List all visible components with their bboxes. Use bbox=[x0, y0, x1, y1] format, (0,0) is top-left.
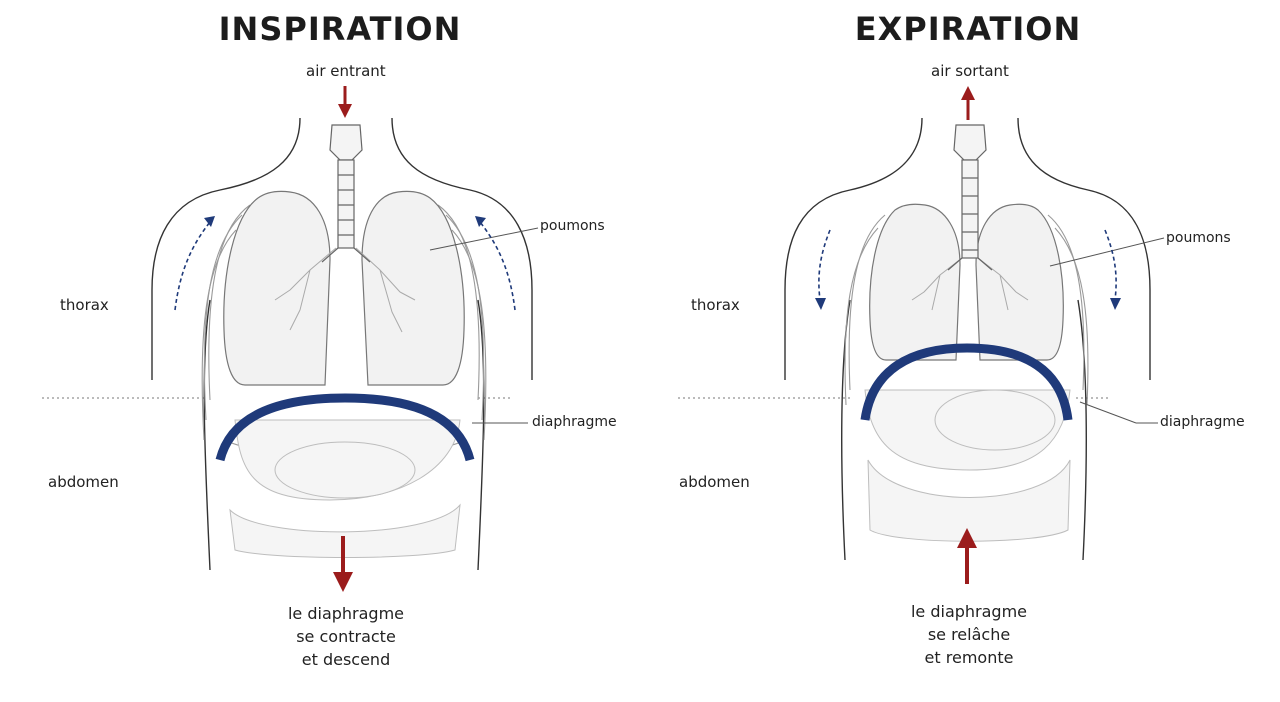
abdominal-organs bbox=[229, 419, 461, 558]
diaphragm-up-arrow bbox=[957, 528, 977, 584]
expiration-title: EXPIRATION bbox=[854, 10, 1082, 48]
diaphragm-label: diaphragme bbox=[1160, 414, 1245, 430]
expiration-caption: le diaphragme se relâche et remonte bbox=[859, 600, 1079, 669]
lungs bbox=[869, 203, 1064, 361]
caption-line-3: et remonte bbox=[924, 648, 1014, 667]
lungs-leader-line bbox=[1049, 237, 1165, 267]
inspiration-panel: INSPIRATION air entrant poumons thorax d… bbox=[42, 10, 617, 671]
inspiration-caption: le diaphragme se contracte et descend bbox=[236, 602, 456, 671]
inspiration-title: INSPIRATION bbox=[218, 10, 462, 48]
lungs-label: poumons bbox=[1166, 230, 1231, 246]
bronchial-tree bbox=[274, 247, 416, 333]
lungs bbox=[223, 190, 465, 386]
caption-line-2: se relâche bbox=[927, 625, 1011, 644]
trachea bbox=[321, 124, 371, 263]
rib-arrowheads bbox=[815, 298, 1121, 310]
caption-line-2: se contracte bbox=[296, 627, 396, 646]
caption-line-3: et descend bbox=[301, 650, 391, 669]
air-outflow-arrow bbox=[961, 86, 975, 120]
torso-outline bbox=[151, 117, 533, 571]
diaphragm bbox=[215, 393, 475, 462]
air-in-label: air entrant bbox=[306, 62, 386, 80]
abdominal-organs bbox=[864, 389, 1071, 542]
diaphragm-label: diaphragme bbox=[532, 414, 617, 430]
air-inflow-arrow bbox=[338, 86, 352, 118]
diaphragm-down-arrow bbox=[333, 536, 353, 592]
caption-line-1: le diaphragme bbox=[287, 604, 405, 623]
ribcage bbox=[844, 214, 1089, 406]
diaphragm-leader-line-bend bbox=[1079, 401, 1137, 424]
rib-recoil-arrows bbox=[818, 229, 1117, 301]
lungs-leader-line bbox=[429, 227, 539, 251]
abdomen-label: abdomen bbox=[679, 473, 750, 491]
trachea bbox=[947, 124, 993, 271]
abdomen-label: abdomen bbox=[48, 473, 119, 491]
inspiration-illustration bbox=[42, 86, 539, 592]
expiration-illustration bbox=[678, 86, 1165, 584]
caption-line-1: le diaphragme bbox=[910, 602, 1028, 621]
rib-expansion-arrows bbox=[174, 221, 516, 311]
expiration-panel: EXPIRATION air sortant poumons thorax di… bbox=[640, 0, 1280, 702]
thorax-label: thorax bbox=[60, 296, 109, 314]
torso-outline bbox=[784, 117, 1151, 561]
rib-arrowheads bbox=[204, 216, 486, 227]
thorax-label: thorax bbox=[691, 296, 740, 314]
air-out-label: air sortant bbox=[931, 62, 1009, 80]
diaphragm bbox=[860, 343, 1073, 421]
lungs-label: poumons bbox=[540, 218, 605, 234]
